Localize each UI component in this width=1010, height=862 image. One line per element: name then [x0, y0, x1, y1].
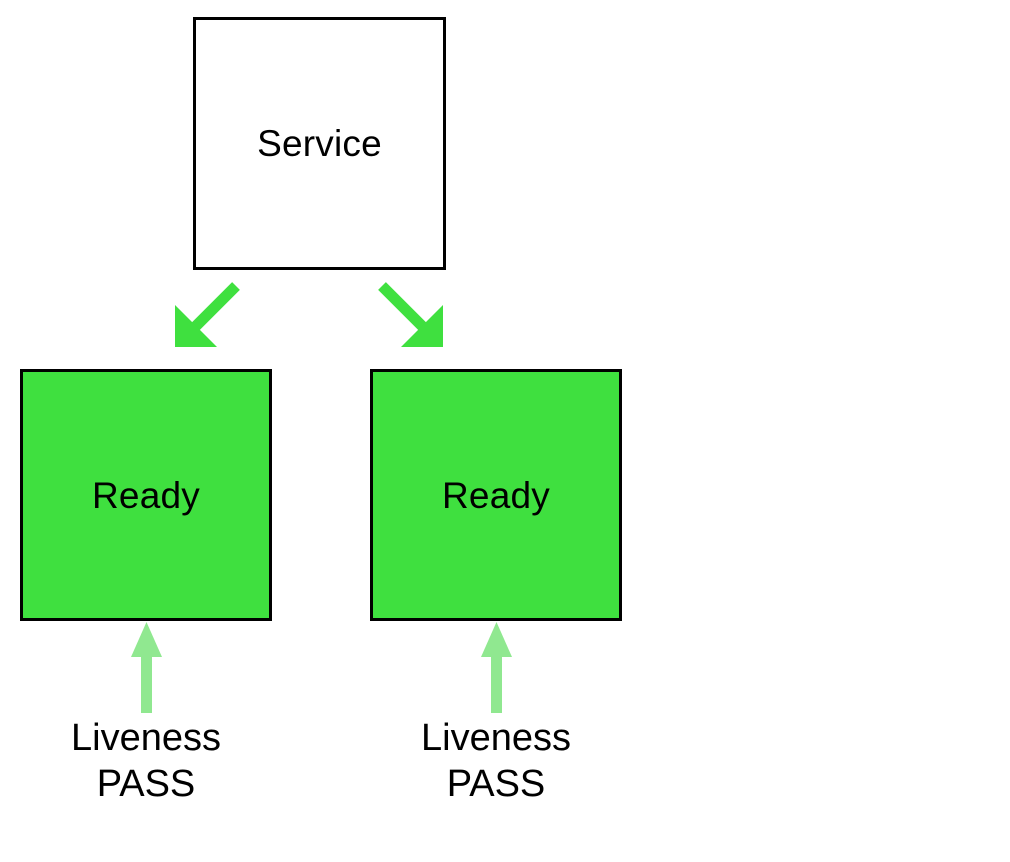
arrow-liveness-right-to-ready-right	[481, 622, 512, 713]
service-node[interactable]: Service	[193, 17, 446, 270]
ready-node-left-label: Ready	[92, 474, 200, 516]
arrow-liveness-left-to-ready-left	[131, 622, 162, 713]
liveness-caption-right: Liveness PASS	[421, 717, 571, 806]
liveness-caption-left: Liveness PASS	[71, 717, 221, 806]
arrow-service-to-ready-right	[378, 282, 443, 347]
ready-node-right[interactable]: Ready	[370, 369, 622, 621]
arrow-service-to-ready-left	[175, 282, 240, 347]
ready-node-right-label: Ready	[442, 474, 550, 516]
service-node-label: Service	[257, 123, 382, 164]
ready-node-left[interactable]: Ready	[20, 369, 272, 621]
